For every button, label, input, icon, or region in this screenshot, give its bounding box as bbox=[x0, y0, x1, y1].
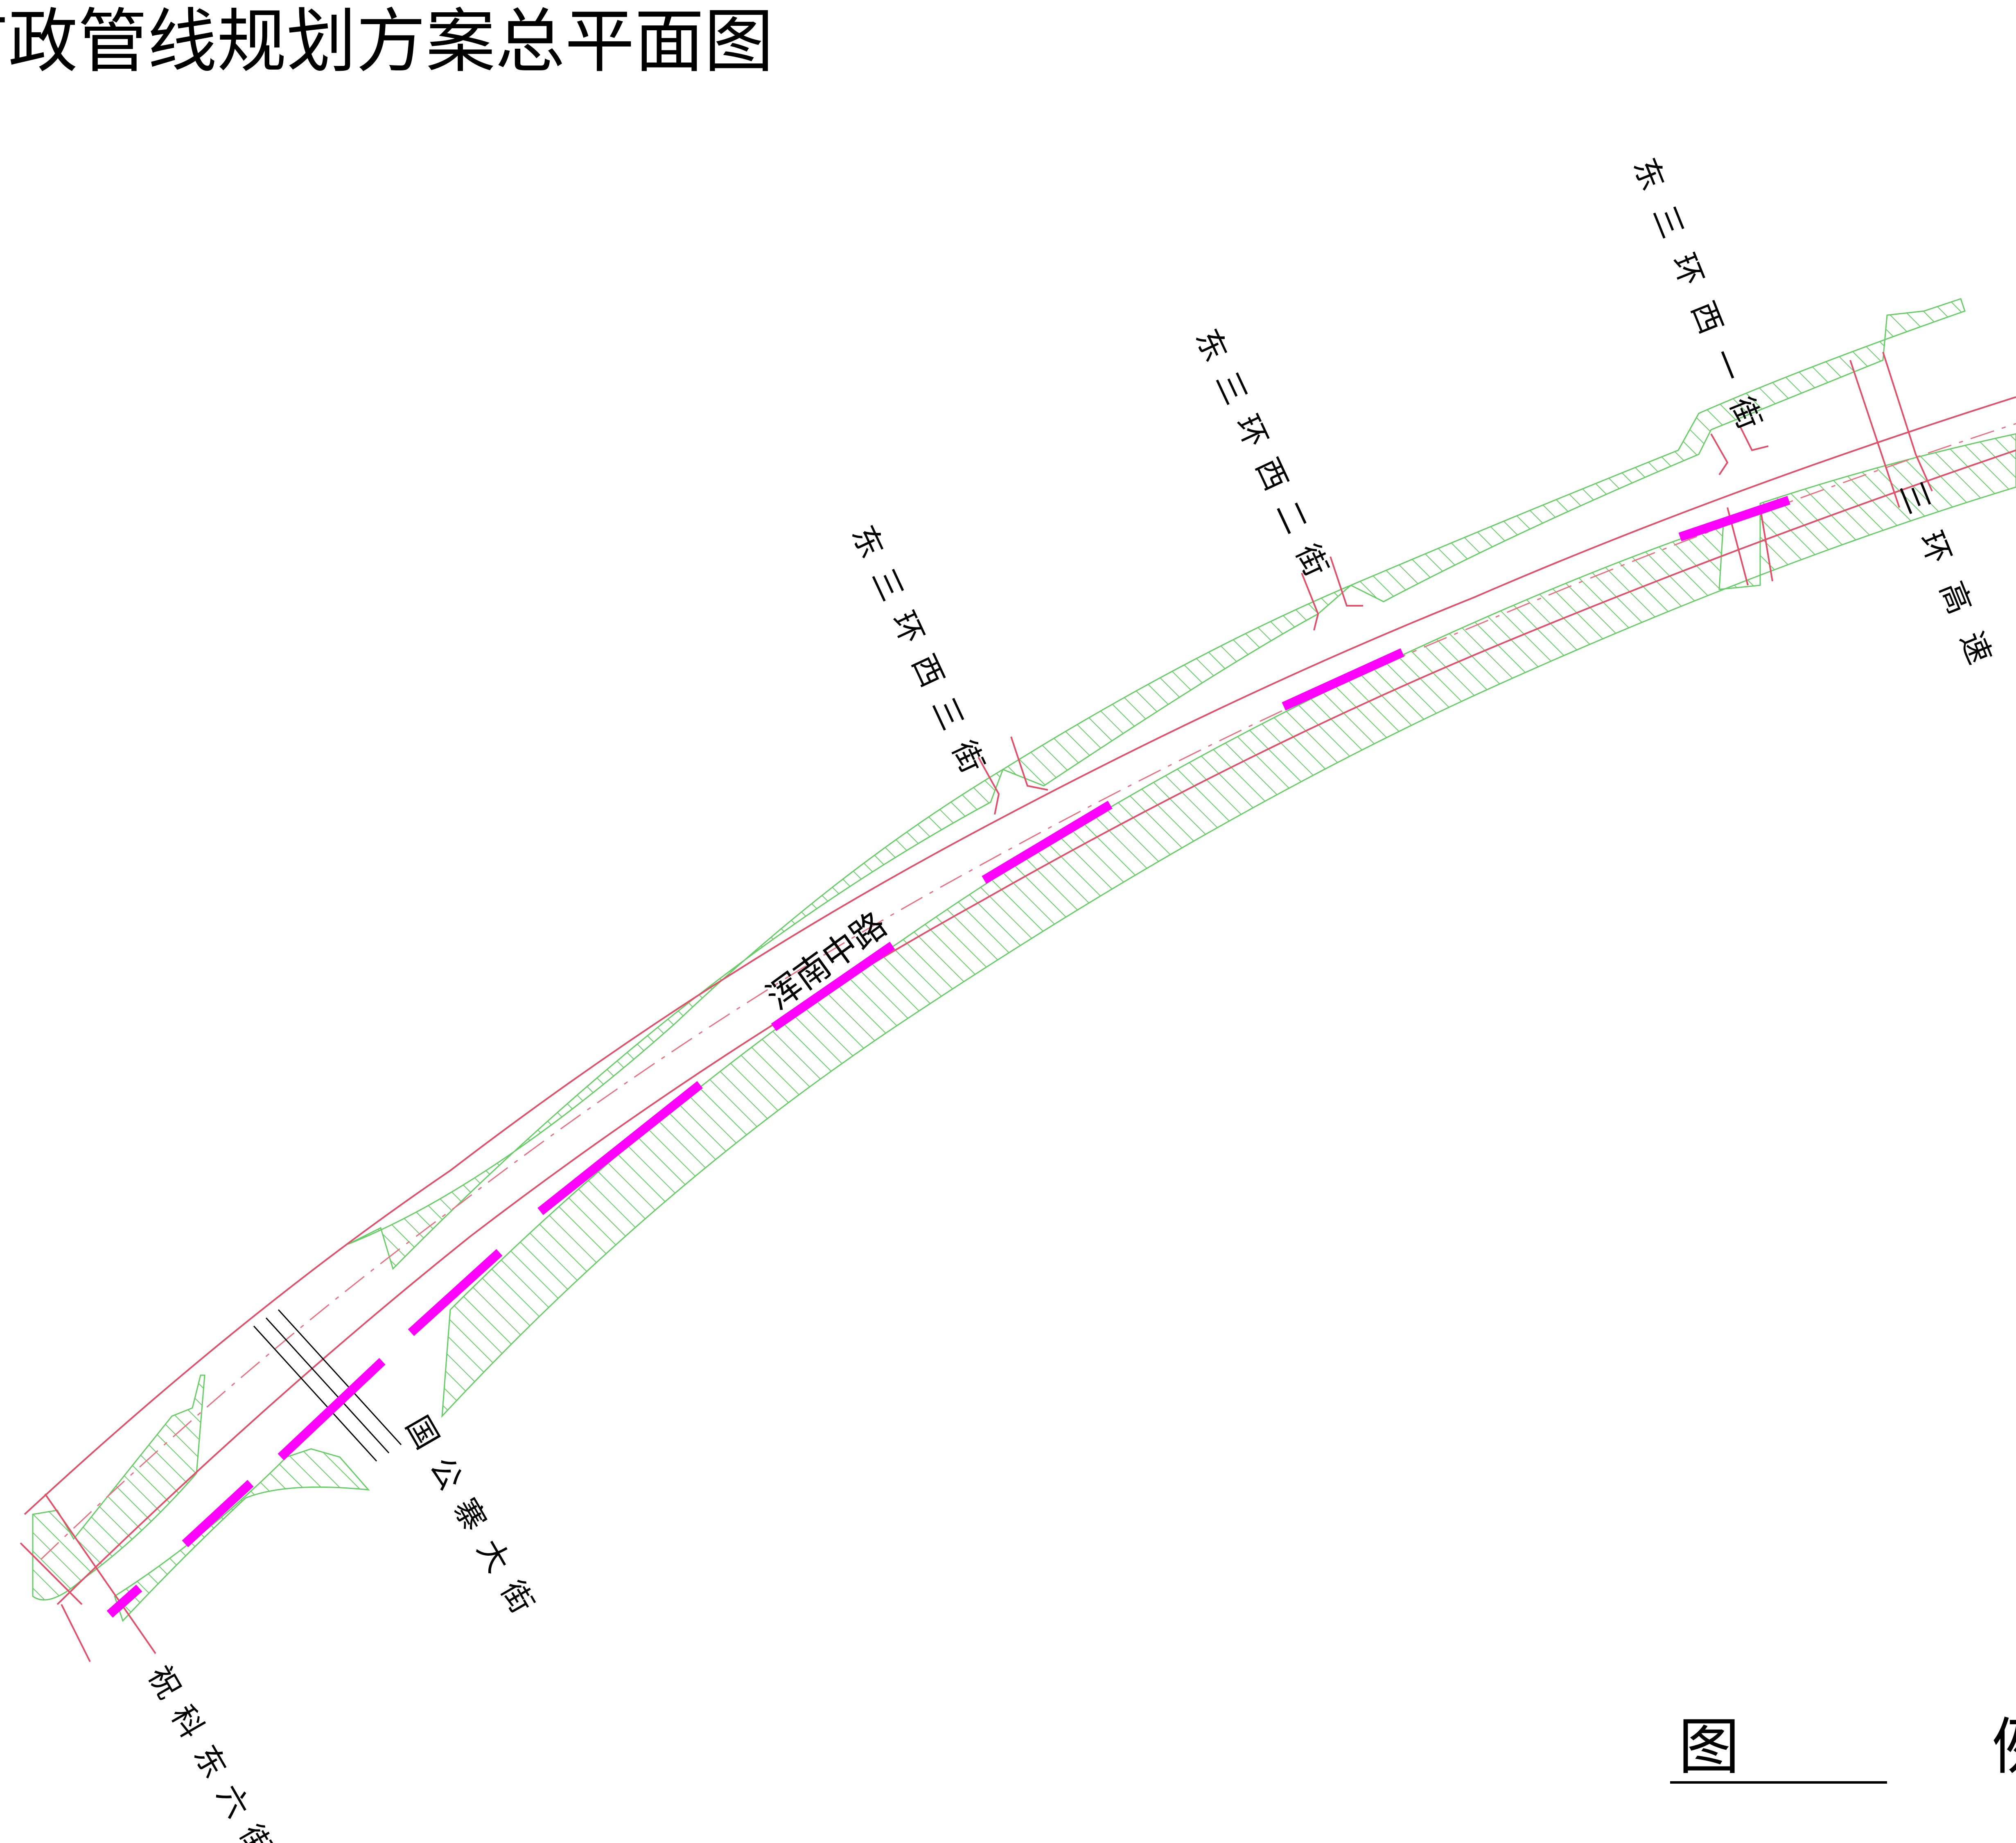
pipeline-segments bbox=[106, 496, 1790, 1618]
pipeline-segment bbox=[982, 801, 1113, 884]
street-sanhuan-gaosu bbox=[1849, 352, 1933, 508]
street-label-zhuke-dong-6: 祝科东六街 bbox=[141, 1660, 287, 1843]
road-edge-south bbox=[56, 449, 2016, 1605]
road-centerline bbox=[40, 423, 2016, 1560]
street-label-dongsanhuan-xi-1: 东三环西一街 bbox=[1626, 153, 1776, 453]
pipeline-segment bbox=[537, 1081, 703, 1215]
guogongzhai-boundary-lines bbox=[253, 1309, 402, 1462]
main-road-hunnan bbox=[24, 396, 2016, 1605]
green-belt-north bbox=[348, 298, 1966, 1270]
street-dongsanhuan-xi-3 bbox=[978, 736, 1048, 815]
pipeline-segment bbox=[1282, 648, 1404, 711]
green-belt-south bbox=[441, 433, 2016, 1418]
pipeline-segment bbox=[408, 1249, 503, 1336]
boundary-line-2 bbox=[265, 1317, 390, 1454]
boundary-line-3 bbox=[278, 1309, 402, 1446]
street-label-dongsanhuan-xi-3: 东三环西三街 bbox=[845, 520, 998, 793]
map-title: 市政管线规划方案总平面图 bbox=[0, 1, 774, 82]
pipeline-segment bbox=[1678, 496, 1790, 541]
pipeline-segment bbox=[771, 941, 895, 1031]
street-label-dongsanhuan-xi-2: 东三环西二街 bbox=[1189, 323, 1342, 597]
road-edge-north bbox=[24, 396, 2016, 1515]
green-patch-southwest bbox=[32, 1374, 205, 1601]
cross-streets bbox=[20, 352, 1933, 1662]
street-zhuke-dong-6 bbox=[20, 1493, 156, 1662]
pipeline-segment bbox=[278, 1358, 386, 1461]
street-label-guogongzhai: 国公寨大街 bbox=[399, 1410, 549, 1634]
pipeline-segment bbox=[106, 1584, 142, 1618]
street-dongsanhuan-xi-2 bbox=[1301, 556, 1363, 631]
legend-title: 图 例 bbox=[1678, 1712, 2016, 1783]
legend: 图 例 bbox=[1670, 1712, 2016, 1784]
boundary-line-1 bbox=[253, 1325, 377, 1462]
pipeline-segment bbox=[182, 1480, 254, 1547]
green-belt-zones bbox=[32, 298, 2016, 1622]
street-dongsanhuan-xi-1 bbox=[1710, 425, 1773, 586]
